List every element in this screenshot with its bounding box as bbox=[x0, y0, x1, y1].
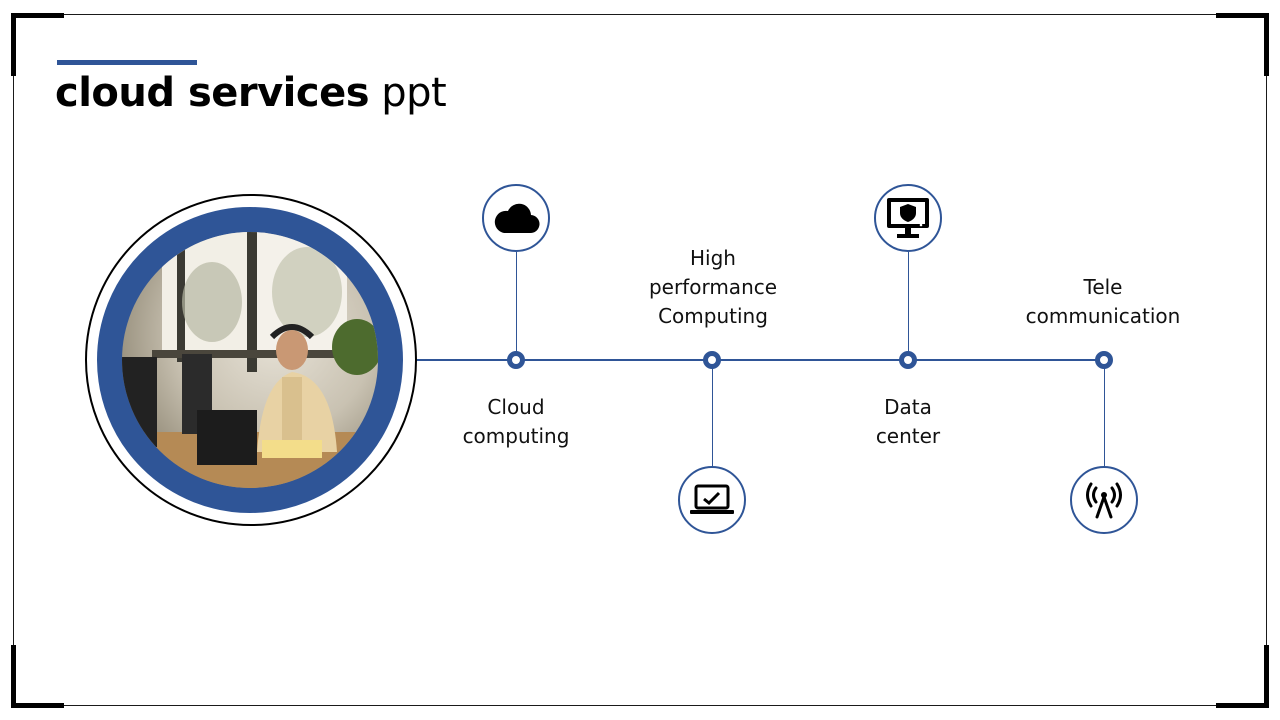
laptop-chart-icon bbox=[690, 484, 734, 514]
connector-2 bbox=[712, 360, 713, 468]
timeline-node-1 bbox=[507, 351, 525, 369]
corner-bracket-top-left bbox=[11, 13, 64, 76]
timeline-node-2 bbox=[703, 351, 721, 369]
item-4-label: Tele communication bbox=[1003, 273, 1203, 331]
title-bold: cloud services bbox=[55, 70, 370, 116]
item-2-label-line2: performance bbox=[648, 275, 778, 299]
item-4-label-line2: communication bbox=[1025, 304, 1181, 328]
slide-frame bbox=[13, 14, 1267, 706]
item-1-label-line2: computing bbox=[462, 424, 570, 448]
connector-4 bbox=[1104, 360, 1105, 468]
slide-title: cloud services ppt bbox=[55, 70, 447, 116]
item-3-icon-circle bbox=[874, 184, 942, 252]
item-1-label: Cloud computing bbox=[416, 393, 616, 451]
office-photo bbox=[122, 232, 378, 488]
item-4-label-line1: Tele bbox=[1083, 275, 1123, 299]
item-1-icon-circle bbox=[482, 184, 550, 252]
title-regular: ppt bbox=[369, 70, 447, 116]
antenna-icon bbox=[1086, 482, 1122, 519]
monitor-shield-icon bbox=[887, 198, 929, 238]
item-3-label: Data center bbox=[808, 393, 1008, 451]
corner-bracket-bottom-right bbox=[1216, 645, 1269, 708]
item-2-label: High performance Computing bbox=[613, 244, 813, 331]
corner-bracket-top-right bbox=[1216, 13, 1269, 76]
item-1-label-line1: Cloud bbox=[487, 395, 545, 419]
connector-1 bbox=[516, 252, 517, 360]
office-scene-illustration bbox=[122, 232, 378, 488]
item-2-label-line3: Computing bbox=[658, 304, 768, 328]
title-accent-bar bbox=[57, 60, 197, 65]
cloud-icon bbox=[494, 203, 540, 234]
item-3-label-line2: center bbox=[875, 424, 941, 448]
connector-3 bbox=[908, 252, 909, 360]
item-2-label-line1: High bbox=[690, 246, 736, 270]
timeline-node-4 bbox=[1095, 351, 1113, 369]
corner-bracket-bottom-left bbox=[11, 645, 64, 708]
timeline-line bbox=[417, 359, 1104, 361]
item-3-label-line1: Data bbox=[884, 395, 932, 419]
item-2-icon-circle bbox=[678, 466, 746, 534]
item-4-icon-circle bbox=[1070, 466, 1138, 534]
timeline-node-3 bbox=[899, 351, 917, 369]
